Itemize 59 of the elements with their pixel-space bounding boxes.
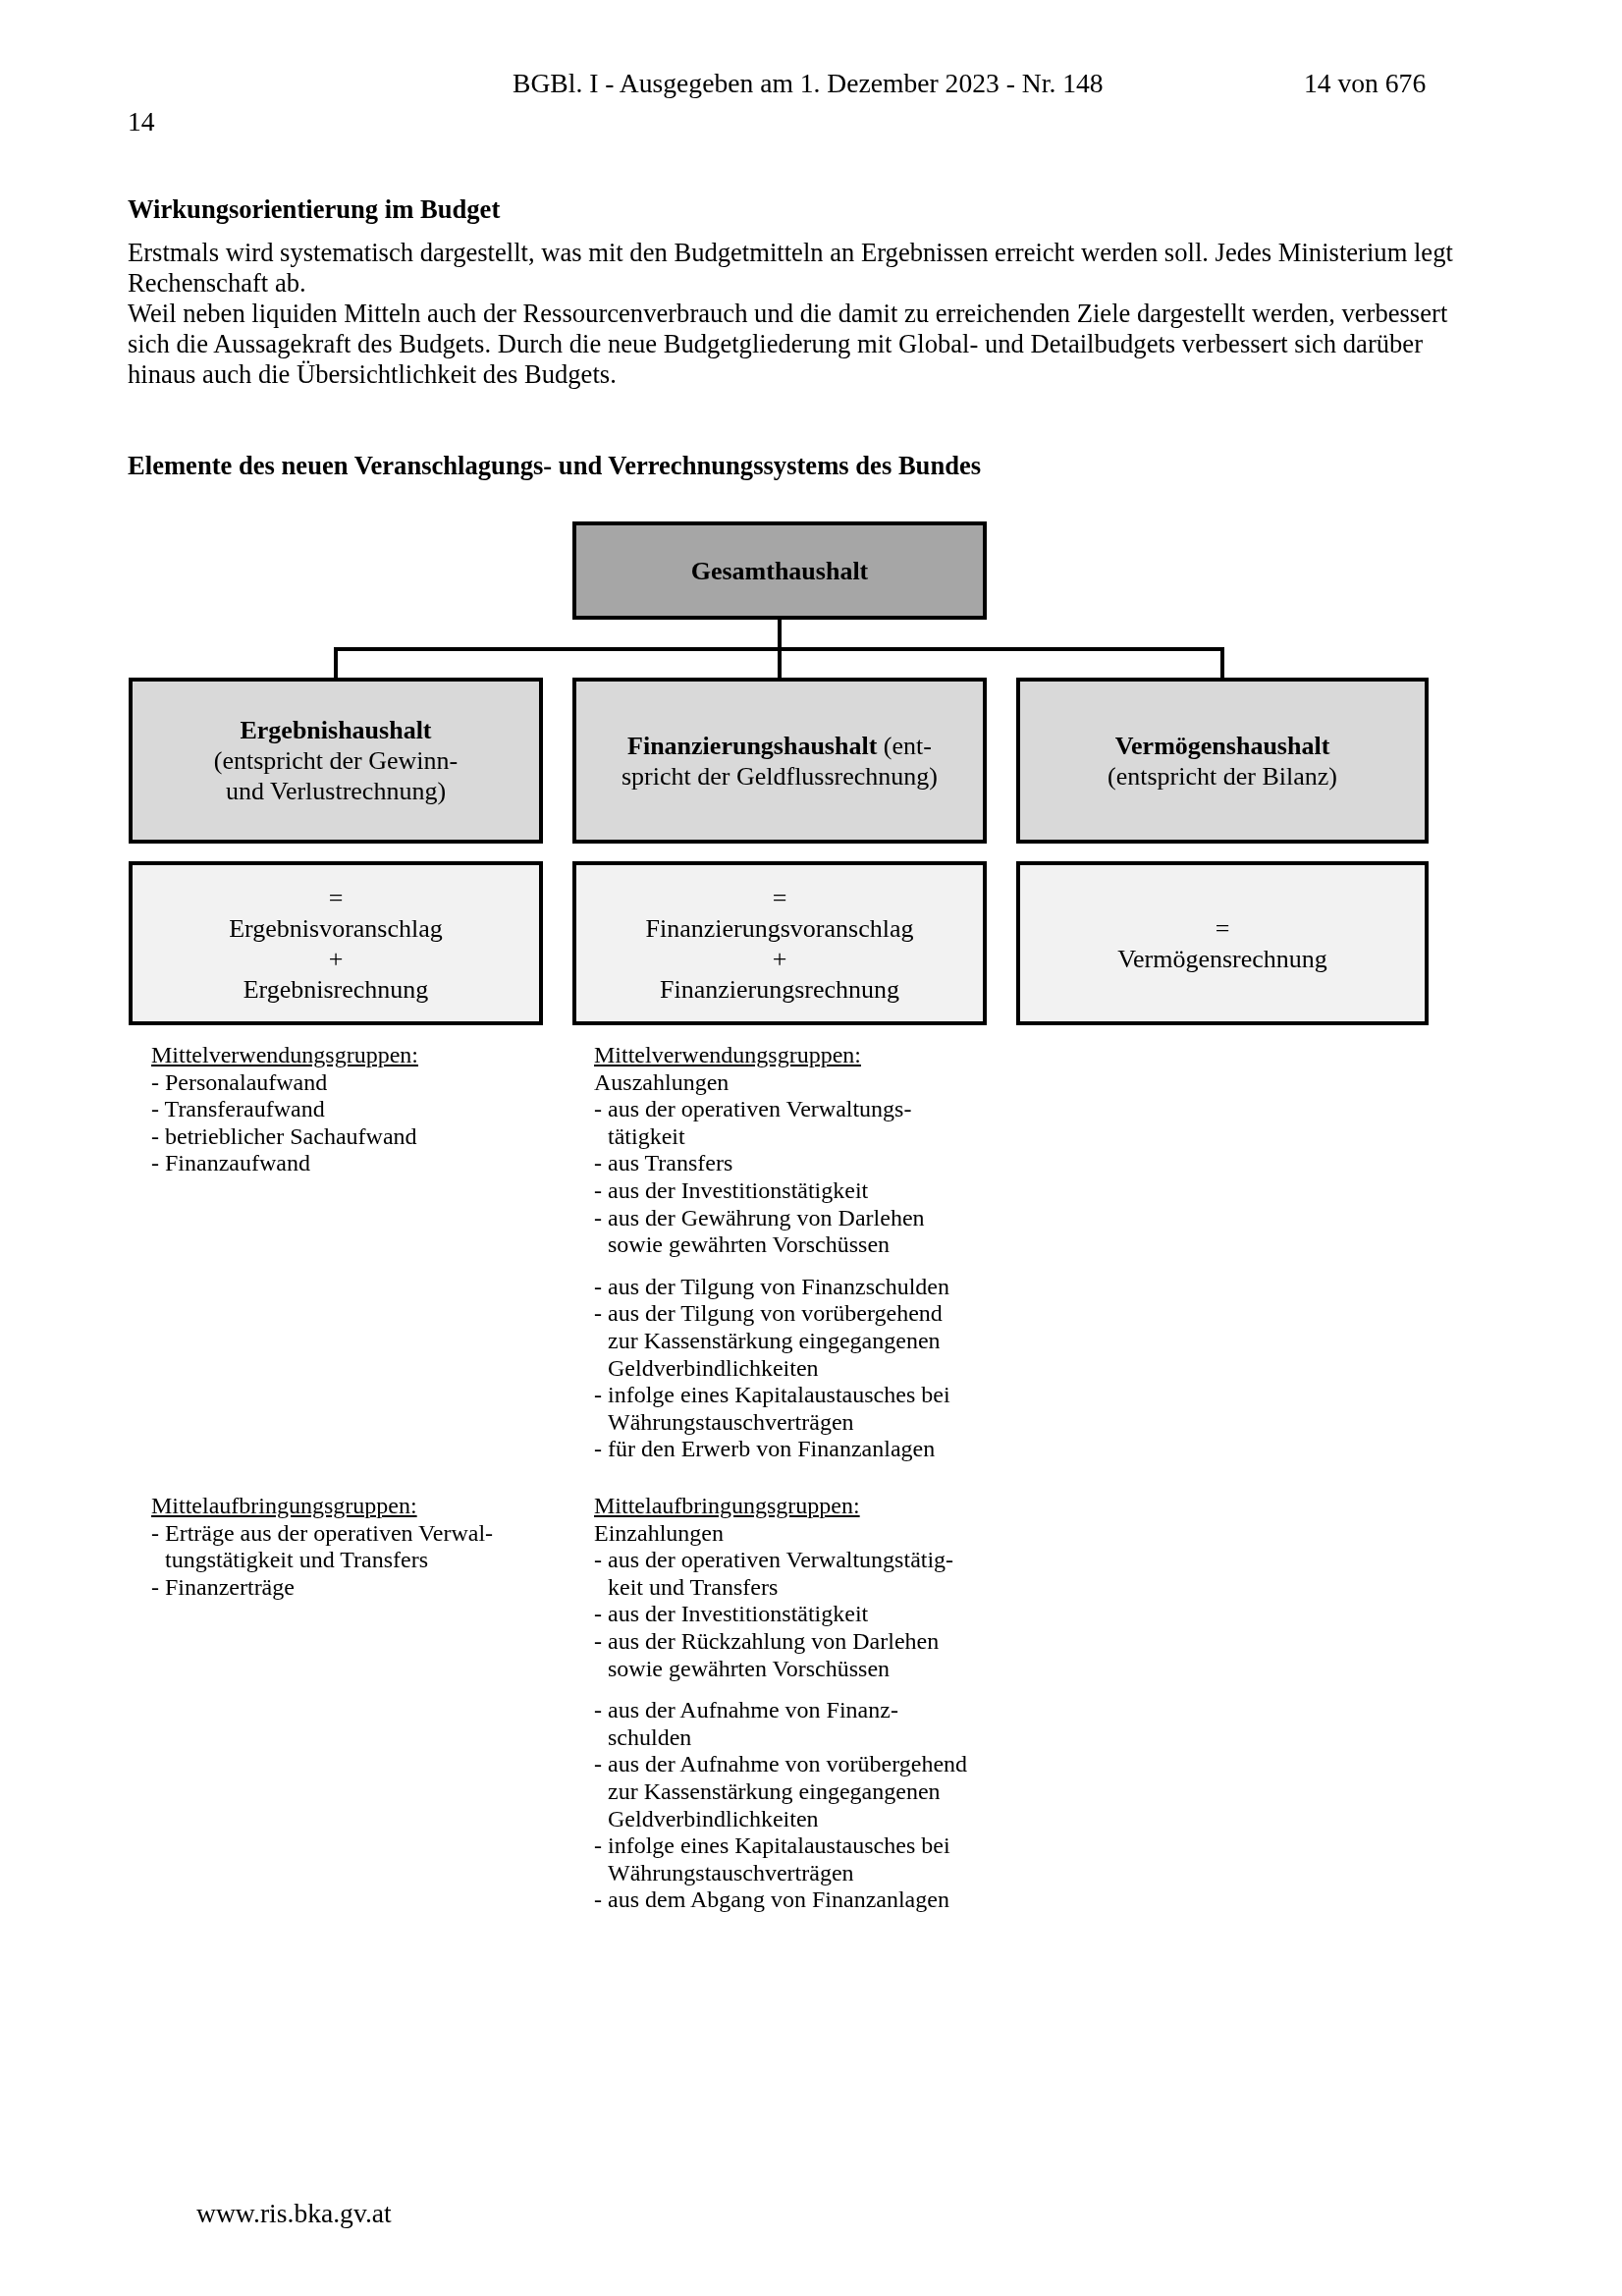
paragraph: Weil neben liquiden Mitteln auch der Ressourcenverbrauch und die damit zu erreichenden Ziele dargestellt werden, verbessert sich die Aussagekraft des Budgets. Durch die neue Budgetgliederung mit Global- und Detailbudgets verbessert sich darüber hinaus auch die Übersichtlichkeit des Budgets.	[128, 299, 1449, 390]
list-item: - betrieblicher Sachaufwand	[151, 1122, 417, 1151]
box-text: Vermögensrechnung	[1117, 943, 1327, 974]
box-text: Finanzierungshaushalt (ent- spricht der Geldflussrechnung)	[621, 730, 939, 792]
list-item: - aus der Aufnahme von vorübergehend zur Kassenstärkung eingegangenen Geldverbindlichkeiten	[594, 1751, 969, 1833]
list-item: - Transferaufwand	[151, 1096, 326, 1123]
section-heading: Wirkungsorientierung im Budget	[128, 194, 501, 225]
formula-box	[572, 861, 987, 1025]
box-text: Finanzierungsrechnung	[659, 973, 899, 1005]
list-item: - Finanzaufwand	[151, 1150, 310, 1177]
list-item: - infolge eines Kapitalaustausches bei Währungstauschverträgen	[594, 1832, 951, 1887]
list-item: - aus der operativen Verwaltungs- tätigkeit	[594, 1096, 913, 1151]
list-subheading: Einzahlungen	[594, 1519, 724, 1548]
list-item: - für den Erwerb von Finanzanlagen	[594, 1436, 936, 1463]
box-text: +	[328, 943, 344, 974]
box-title: Ergebnishaushalt	[240, 715, 432, 745]
list-item: - aus der Gewährung von Darlehen sowie gewährten Vorschüssen	[594, 1204, 926, 1259]
formula-box	[1016, 861, 1429, 1025]
box-text: (entspricht der Gewinn- und Verlustrechnung)	[212, 745, 460, 806]
formula-box	[129, 861, 543, 1025]
list-item: - aus der Investitionstätigkeit	[594, 1601, 869, 1628]
box-title: Gesamthaushalt	[690, 555, 869, 586]
box-text: +	[772, 943, 787, 974]
category-box	[1016, 678, 1429, 844]
list-item: - Finanzerträge	[151, 1573, 295, 1602]
list-item: - infolge eines Kapitalaustausches bei Währungstauschverträgen	[594, 1382, 951, 1437]
list-item: - Erträge aus der operativen Verwal- tungstätigkeit und Transfers	[151, 1519, 495, 1574]
category-box	[129, 678, 543, 844]
list-heading: Mittelaufbringungsgruppen:	[594, 1493, 860, 1520]
list-item: - Personalaufwand	[151, 1068, 328, 1097]
root-box	[572, 521, 987, 620]
list-item: - aus Transfers	[594, 1150, 733, 1177]
list-heading: Mittelaufbringungsgruppen:	[151, 1493, 417, 1520]
list-heading: Mittelverwendungsgruppen:	[151, 1042, 418, 1069]
box-text: Ergebnisrechnung	[243, 973, 429, 1005]
box-title: Vermögenshaushalt	[1114, 730, 1330, 761]
box-text: (entspricht der Bilanz)	[1108, 760, 1337, 792]
list-item: - aus der Aufnahme von Finanz- schulden	[594, 1697, 899, 1752]
box-text: Ergebnisvoranschlag	[229, 912, 443, 944]
category-box	[572, 678, 987, 844]
page-number: 14	[128, 106, 155, 137]
list-item: - aus dem Abgang von Finanzanlagen	[594, 1886, 949, 1914]
box-text: =	[1215, 912, 1230, 944]
figure-title: Elemente des neuen Veranschlagungs- und Verrechnungssystems des Bundes	[128, 451, 982, 481]
list-item: - aus der Rückzahlung von Darlehen sowie gewährten Vorschüssen	[594, 1627, 941, 1683]
list-item: - aus der Tilgung von vorübergehend zur Kassenstärkung eingegangenen Geldverbindlichkeiten	[594, 1300, 944, 1383]
paragraph: Erstmals wird systematisch dargestellt, was mit den Budgetmitteln an Ergebnissen erreicht werden soll. Jedes Ministerium legt Rechenschaft ab.	[128, 238, 1454, 299]
box-text: =	[772, 882, 787, 913]
footer-url: www.ris.bka.gv.at	[196, 2198, 392, 2228]
running-header: BGBl. I - Ausgegeben am 1. Dezember 2023 - Nr. 148	[513, 68, 1104, 98]
list-item: - aus der Investitionstätigkeit	[594, 1176, 869, 1205]
page-count: 14 von 676	[1304, 68, 1427, 98]
list-item: - aus der Tilgung von Finanzschulden	[594, 1273, 949, 1301]
box-text: Finanzierungsvoranschlag	[645, 912, 914, 944]
list-subheading: Auszahlungen	[594, 1068, 730, 1097]
list-item: - aus der operativen Verwaltungstätig- keit und Transfers	[594, 1547, 955, 1602]
box-text: =	[328, 882, 344, 913]
list-heading: Mittelverwendungsgruppen:	[594, 1042, 861, 1069]
connector-line	[778, 620, 1224, 678]
